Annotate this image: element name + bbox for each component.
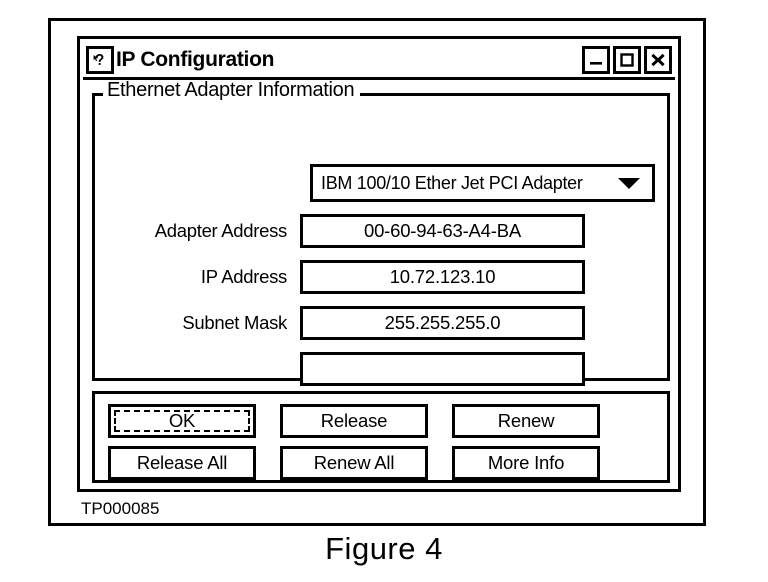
renew-all-button-label: Renew All <box>313 452 395 473</box>
chevron-down-icon[interactable] <box>616 175 652 191</box>
ip-address-field[interactable]: 10.72.123.10 <box>300 260 585 294</box>
more-info-button[interactable]: More Info <box>452 446 600 480</box>
field-row-subnet-mask: Subnet Mask 255.255.255.0 <box>95 306 667 340</box>
adapter-select-value: IBM 100/10 Ether Jet PCI Adapter <box>321 172 583 193</box>
maximize-button[interactable] <box>613 45 641 74</box>
minimize-button[interactable] <box>582 45 610 74</box>
release-all-button-label: Release All <box>136 452 228 473</box>
adapter-address-value: 00-60-94-63-A4-BA <box>363 220 522 241</box>
renew-button-label: Renew <box>497 410 555 431</box>
release-button-label: Release <box>320 410 388 431</box>
question-mark-pointer-icon[interactable] <box>86 45 114 74</box>
group-box-top-rule <box>95 93 667 96</box>
renew-all-button[interactable]: Renew All <box>280 446 428 480</box>
field-row-ip-address: IP Address 10.72.123.10 <box>95 260 667 294</box>
subnet-mask-label: Subnet Mask <box>182 312 287 333</box>
adapter-address-field[interactable]: 00-60-94-63-A4-BA <box>300 214 585 248</box>
title-bar[interactable]: IP Configuration <box>83 42 675 80</box>
button-row-secondary: Release All Renew All More Info <box>108 446 600 480</box>
renew-button[interactable]: Renew <box>452 404 600 438</box>
subnet-mask-value: 255.255.255.0 <box>384 312 501 333</box>
more-info-button-label: More Info <box>487 452 565 473</box>
field-row-adapter-address: Adapter Address 00-60-94-63-A4-BA <box>95 214 667 248</box>
field-row-extra <box>95 352 667 386</box>
adapter-address-label: Adapter Address <box>154 220 288 241</box>
figure-caption: Figure 4 <box>325 531 443 566</box>
ip-address-value: 10.72.123.10 <box>389 266 496 287</box>
figure-outer-frame: IP Configuration <box>48 18 706 526</box>
extra-field[interactable] <box>300 352 585 386</box>
release-all-button[interactable]: Release All <box>108 446 256 480</box>
ip-configuration-dialog: IP Configuration <box>77 36 681 492</box>
subnet-mask-field[interactable]: 255.255.255.0 <box>300 306 585 340</box>
figure-reference-label: TP000085 <box>81 499 160 518</box>
window-title: IP Configuration <box>116 48 275 71</box>
ethernet-adapter-information-group: Ethernet Adapter Information IBM 100/10 … <box>92 80 670 386</box>
button-row-primary: OK Release Renew <box>108 404 600 438</box>
adapter-select[interactable]: IBM 100/10 Ether Jet PCI Adapter <box>310 164 655 202</box>
close-button[interactable] <box>644 45 672 74</box>
ok-button[interactable]: OK <box>108 404 256 438</box>
ok-button-label: OK <box>168 410 196 431</box>
ip-address-label: IP Address <box>200 266 287 287</box>
button-panel: OK Release Renew Release All Renew All M… <box>92 391 670 483</box>
release-button[interactable]: Release <box>280 404 428 438</box>
group-box-title: Ethernet Adapter Information <box>105 80 359 100</box>
